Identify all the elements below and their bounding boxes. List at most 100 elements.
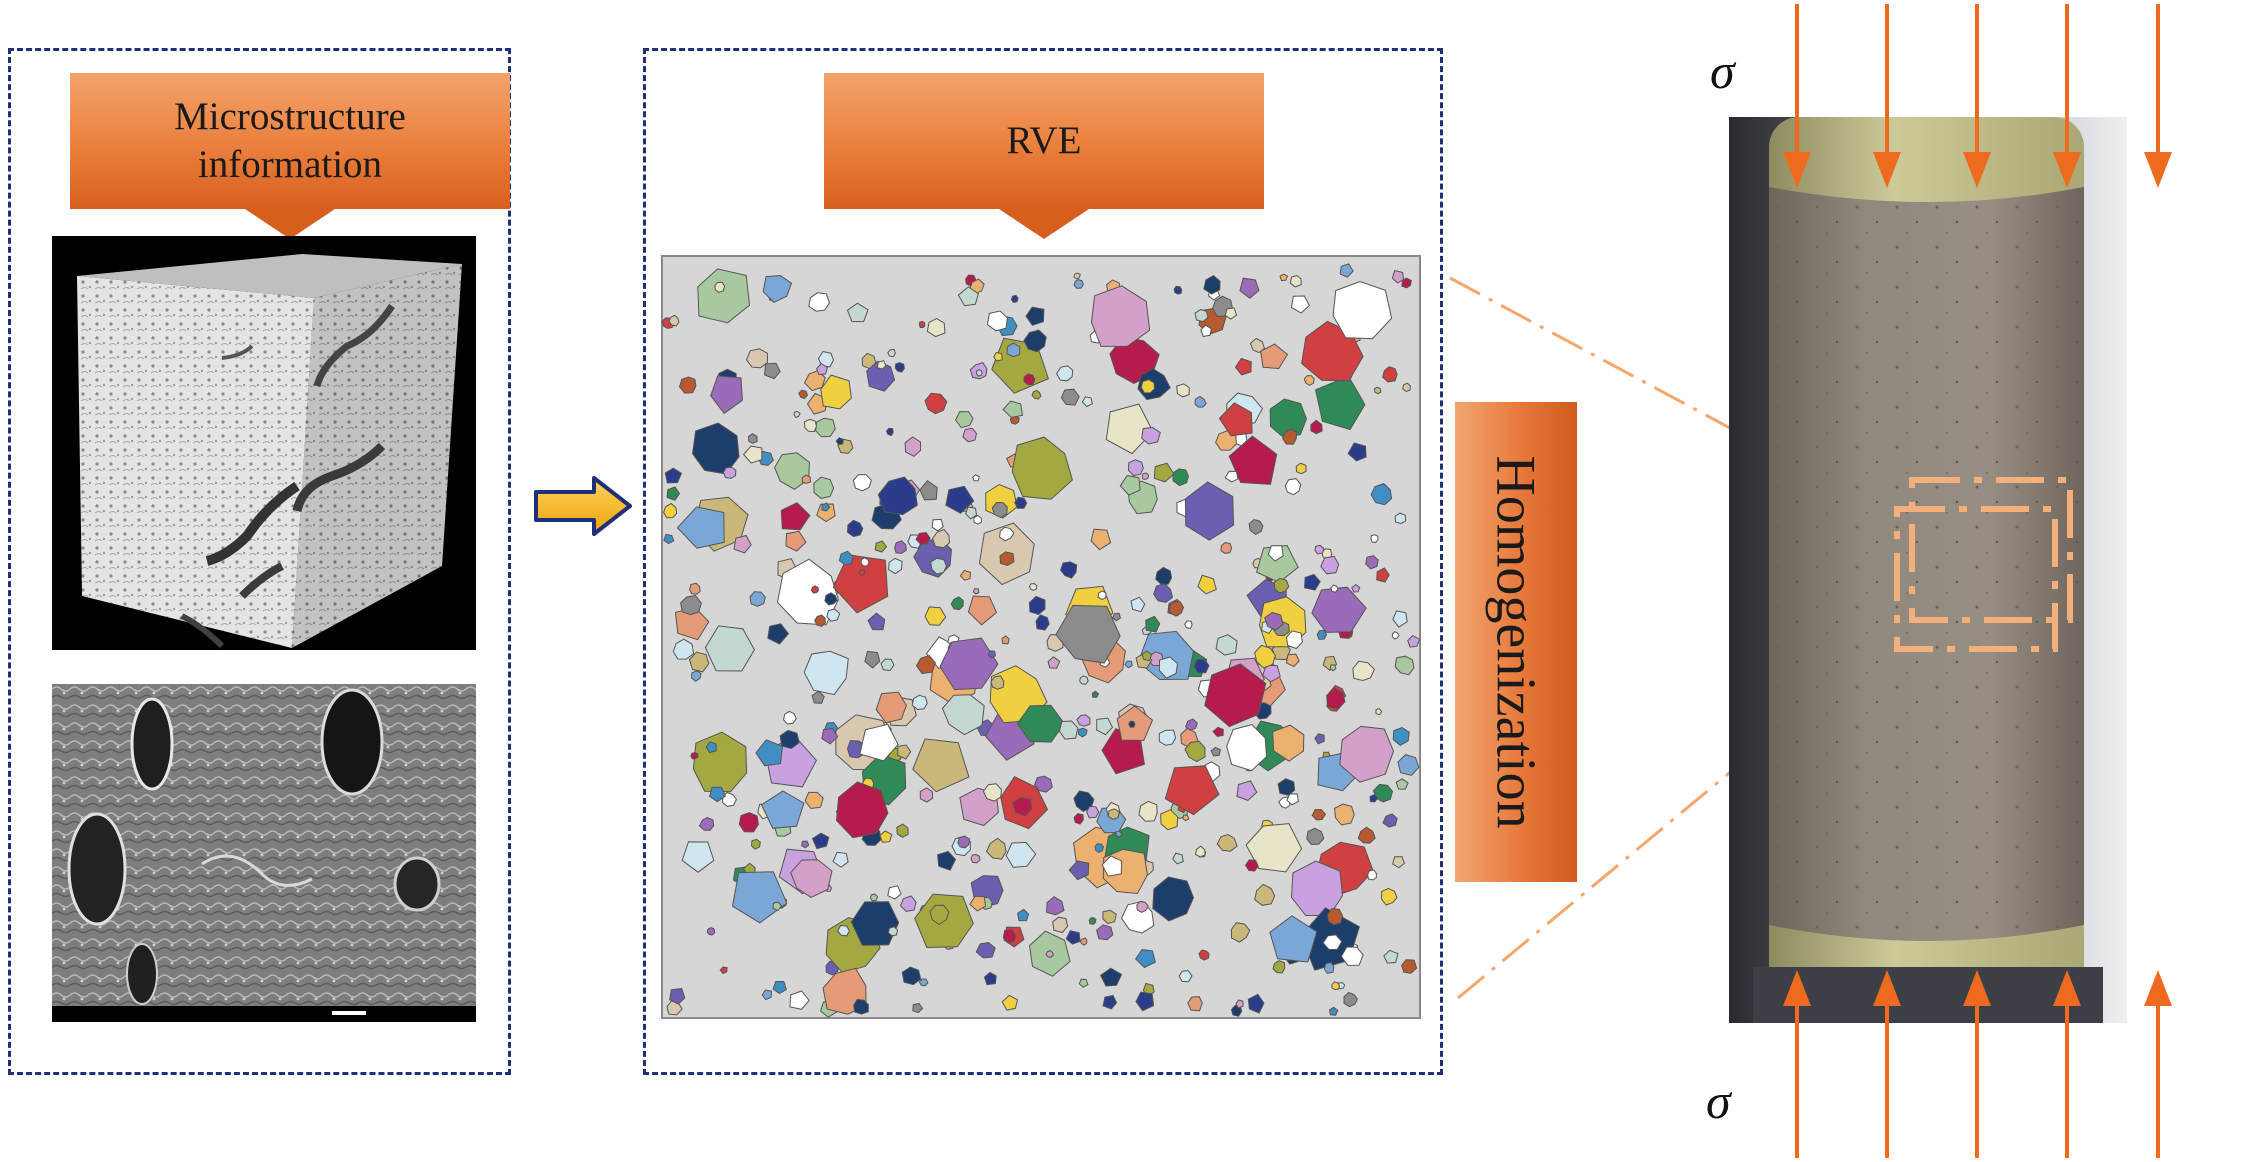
rve-particle [663,502,678,519]
rve-particle [1311,808,1327,821]
rve-particle [690,670,702,682]
rve-particle [1102,994,1118,1010]
rve-particle [772,901,783,912]
rve-particle [760,790,805,829]
rve-particle [676,506,725,549]
rve-particle [674,607,710,641]
rve-particle [1333,803,1355,826]
rve-particle [915,531,931,545]
rve-particle [1060,561,1078,579]
rve-particle [1304,573,1321,591]
rve-particle [941,694,985,736]
rve-particle [1001,994,1019,1011]
rve-particle [1376,567,1390,583]
rve-particle [1023,329,1047,353]
rve-particle [1187,996,1203,1012]
rve-particle [835,781,889,839]
rve-particle [1272,724,1305,762]
rve-particle [714,281,726,293]
rve-particle [1184,481,1235,541]
rve-particle [846,302,869,323]
rve-particle [785,530,807,552]
rve-particle [1397,754,1420,776]
rve-particle [1073,272,1081,280]
rve-particle [1347,442,1367,462]
rve-particle [1011,436,1073,500]
rve-particle [1373,386,1382,395]
rve-particle [899,895,917,912]
rve-particle [1357,826,1376,844]
rve-particle [1096,924,1114,941]
rve-particle [1047,656,1061,669]
rve-particle [1401,277,1412,289]
sem-micrograph-image [52,684,476,1022]
rve-particle [762,274,793,304]
rve-particle [1173,285,1183,295]
rve-particle [733,534,752,554]
rve-particle [1239,277,1260,299]
rve-particle [1262,664,1281,683]
rve-particle [1138,800,1158,822]
rve-particle [1079,675,1089,685]
rve-particle [1352,660,1375,682]
rve-particle [879,830,893,843]
rve-particle [1375,707,1383,716]
rve-particle [803,418,818,433]
rve-particle [1094,843,1105,853]
rve-particle [1382,366,1398,383]
rve-particle [801,474,812,484]
rve-particle [747,433,758,444]
rve-particle [668,314,680,327]
rve-particle [929,904,950,926]
rve-particle [745,348,768,369]
rve-particle [1303,375,1315,386]
rve-particle [704,625,755,672]
rve-particle [698,816,715,831]
rve-particle [813,476,835,499]
rve-particle [688,651,710,673]
rve-particle [816,362,828,376]
rve-particle [1001,635,1010,645]
rve-particle [1394,512,1407,525]
rve-particle [985,837,1007,860]
rve-particle [1260,343,1289,370]
rve-particle [1056,365,1074,382]
rve-particle [1248,518,1264,535]
rve-particle [1224,470,1239,483]
rve-particle [1101,855,1123,877]
rve-particle [1407,634,1421,648]
ct-scan-cube-image [52,236,476,650]
rve-particle [1169,601,1185,617]
rve-particle [1316,629,1327,640]
rve-particle [877,476,918,516]
rve-particle [1235,999,1244,1009]
rve-particle [912,1003,924,1014]
rve-particle [838,550,854,566]
rve-particle [1178,970,1193,983]
rve-particle [1329,664,1337,672]
rve-particle [1330,584,1339,593]
rve-particle [1277,778,1296,796]
rve-particle [1395,778,1409,790]
rve-label-tip [999,209,1089,239]
rve-particle [755,739,784,767]
rve-particle [1184,620,1193,629]
rve-particle [1145,615,1161,633]
rve-particle [1267,545,1284,562]
rve-particle [1226,724,1268,772]
rve-particle [894,540,907,554]
rve-particle [803,370,826,392]
rve-particle [779,729,800,750]
rve-particle [803,650,849,696]
rve-particle [1107,808,1120,820]
rve-particle [850,901,900,946]
rve-particle [705,741,717,754]
rve-particle [820,374,852,410]
rve-particle [1285,630,1303,650]
rve-particle [663,533,675,545]
rve-particle [1184,740,1206,763]
rve-particle [972,474,980,482]
rve-particle [965,506,978,520]
rve-particle [1245,823,1303,873]
rve-particle [1365,555,1379,570]
